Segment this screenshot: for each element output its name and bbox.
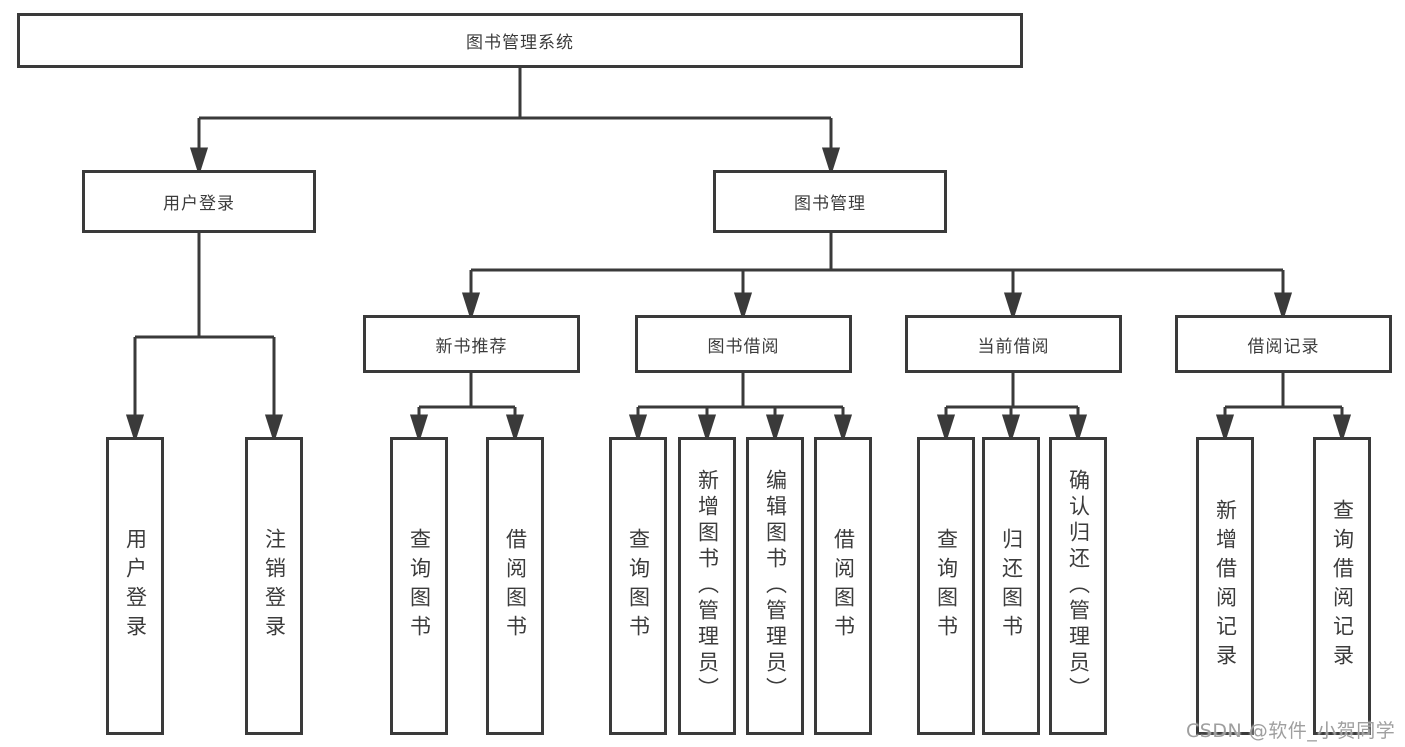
leaf-cb-return-books: 归还图书 [982,437,1040,735]
leaf-bb-query-books: 查询图书 [609,437,667,735]
connector-bookmgmt-to-level3 [461,233,1293,321]
connector-root-to-level2 [189,67,841,176]
leaf-cb-query-books: 查询图书 [917,437,975,735]
leaf-br-add-record: 新增借阅记录 [1196,437,1254,735]
leaf-br-query-record: 查询借阅记录 [1313,437,1371,735]
node-book-management: 图书管理 [713,170,947,233]
node-user-login: 用户登录 [82,170,316,233]
leaf-bb-borrow-books: 借阅图书 [814,437,872,735]
node-borrowing-records: 借阅记录 [1175,315,1392,373]
connector-newbookrec-to-leaves [409,373,525,443]
leaf-bb-add-books-admin: 新增图书（管理员） [678,437,736,735]
leaf-rec-query-books: 查询图书 [390,437,448,735]
leaf-bb-edit-books-admin: 编辑图书（管理员） [746,437,804,735]
connector-bookborrow-to-leaves [628,373,853,443]
connector-currentborrow-to-leaves [936,373,1088,443]
connector-userlogin-to-leaves [125,233,284,443]
leaf-user-login: 用户登录 [106,437,164,735]
node-current-borrowing: 当前借阅 [905,315,1122,373]
leaf-cb-confirm-return-admin: 确认归还（管理员） [1049,437,1107,735]
leaf-rec-borrow-books: 借阅图书 [486,437,544,735]
node-library-management-system: 图书管理系统 [17,13,1023,68]
connector-borrowrecords-to-leaves [1215,373,1352,443]
node-book-borrowing: 图书借阅 [635,315,852,373]
leaf-logout: 注销登录 [245,437,303,735]
csdn-watermark: CSDN @软件_小贺同学 [1186,720,1396,742]
node-new-book-recommendation: 新书推荐 [363,315,580,373]
